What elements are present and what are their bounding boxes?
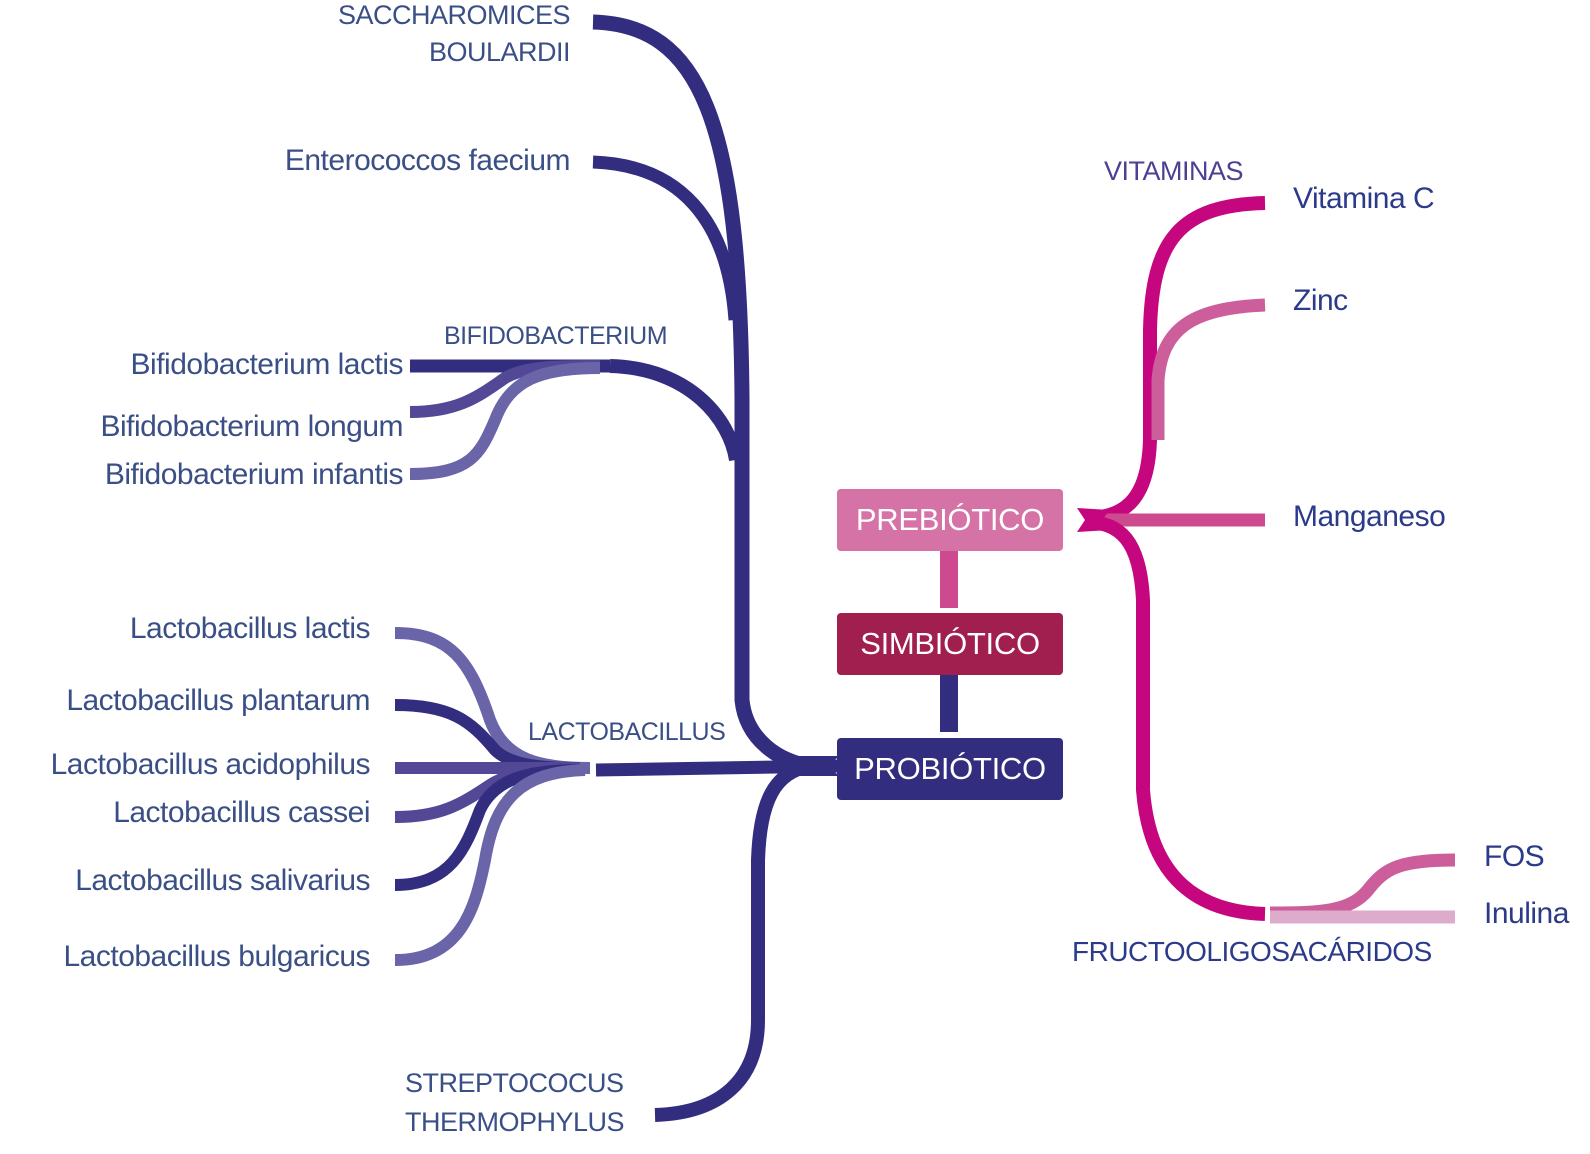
label-lactobacillus-acidophilus: Lactobacillus acidophilus [50,748,371,781]
branch-enterococcos [592,155,742,321]
node-probiotic[interactable]: PROBIÓTICO [837,738,1063,800]
label-lactobacillus-cassei: Lactobacillus cassei [113,796,370,829]
branch-bifidobacterium-infantis [409,362,601,480]
label-lactobacillus-bulgaricus: Lactobacillus bulgaricus [63,940,370,973]
label-streptococus-line2: THERMOPHYLUS [405,1107,625,1137]
label-saccharomices-line1: SACCHAROMICES [337,0,571,30]
label-saccharomices: SACCHAROMICES BOULARDII [337,0,571,67]
node-probiotic-label: PROBIÓTICO [854,751,1046,786]
label-manganeso: Manganeso [1293,500,1446,533]
label-bifidobacterium-longum: Bifidobacterium longum [100,410,404,443]
branch-lactobacillus-bulgaricus [394,764,586,966]
branch-fructooligosacaridos [1084,515,1266,921]
label-lactobacillus-salivarius: Lactobacillus salivarius [75,864,370,897]
connector-prebiotic-symbiotic [940,546,958,608]
label-lactobacillus-group: LACTOBACILLUS [528,718,726,746]
label-bifidobacterium-group: BIFIDOBACTERIUM [444,322,668,350]
node-symbiotic-label: SIMBIÓTICO [860,626,1040,661]
label-zinc: Zinc [1293,284,1348,317]
connector-symbiotic-probiotic [940,668,958,732]
label-vitaminas-group: VITAMINAS [1104,156,1244,186]
label-saccharomices-line2: BOULARDII [428,37,571,67]
label-vitamina-c: Vitamina C [1293,182,1435,215]
branch-bifidobacterium [609,359,743,462]
label-streptococus-line1: STREPTOCOCUS [405,1068,624,1098]
label-lactobacillus-plantarum: Lactobacillus plantarum [66,684,370,717]
branch-saccharomices [592,14,812,774]
branch-fos [1269,853,1456,920]
prebiotic-connector-head [1077,508,1110,532]
label-bifidobacterium-lactis: Bifidobacterium lactis [130,348,404,381]
branch-streptococus [654,759,812,1122]
label-streptococus: STREPTOCOCUS THERMOPHYLUS [405,1068,625,1137]
node-prebiotic[interactable]: PREBIÓTICO [837,489,1063,551]
branch-zinc [1151,298,1266,440]
label-fos: FOS [1484,840,1545,873]
branch-vitamina-c [1084,196,1266,525]
node-symbiotic[interactable]: SIMBIÓTICO [837,613,1063,675]
node-prebiotic-label: PREBIÓTICO [855,502,1045,537]
probiotic-connector-head [780,756,840,776]
label-lactobacillus-lactis: Lactobacillus lactis [129,612,371,645]
label-inulina: Inulina [1484,897,1569,930]
label-bifidobacterium-infantis: Bifidobacterium infantis [104,458,404,491]
label-fructooligosacaridos-group: FRUCTOOLIGOSACÁRIDOS [1072,936,1432,967]
label-enterococcos: Enterococcos faecium [284,144,571,177]
